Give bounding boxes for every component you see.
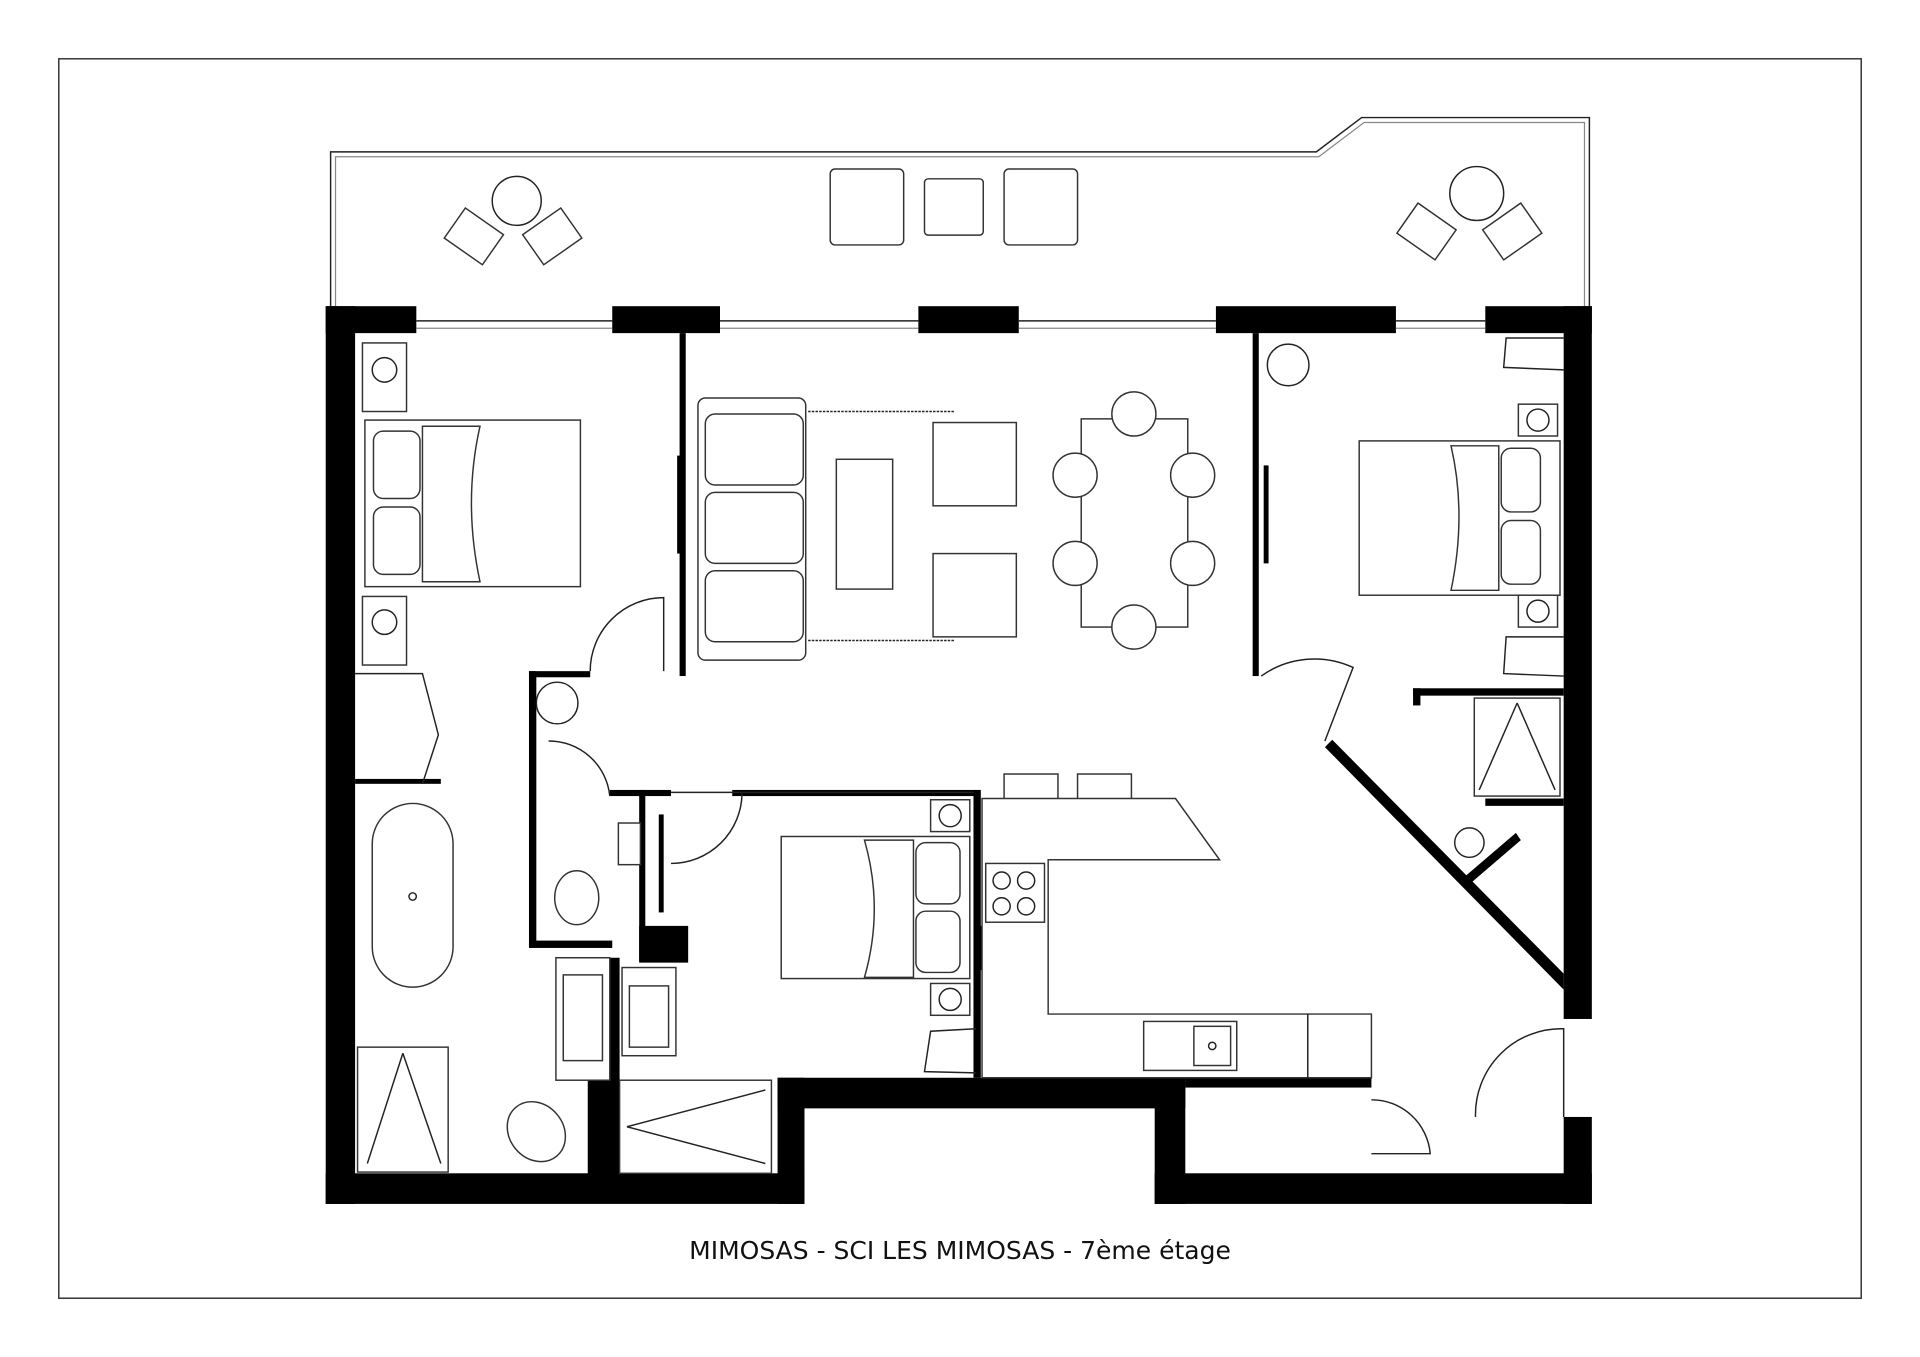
bedroom-left	[355, 342, 683, 785]
bathrooms	[356, 802, 773, 1175]
bedroom-middle	[553, 799, 976, 1074]
living-room	[535, 343, 1310, 725]
page-border	[58, 58, 1862, 1299]
bedroom-right	[1263, 337, 1564, 859]
walls	[325, 306, 1592, 1204]
windows	[416, 320, 1486, 794]
doors	[548, 596, 1565, 1155]
balcony	[329, 116, 1591, 307]
plan-caption: MIMOSAS - SCI LES MIMOSAS - 7ème étage	[689, 1236, 1231, 1265]
kitchen	[981, 773, 1373, 1079]
